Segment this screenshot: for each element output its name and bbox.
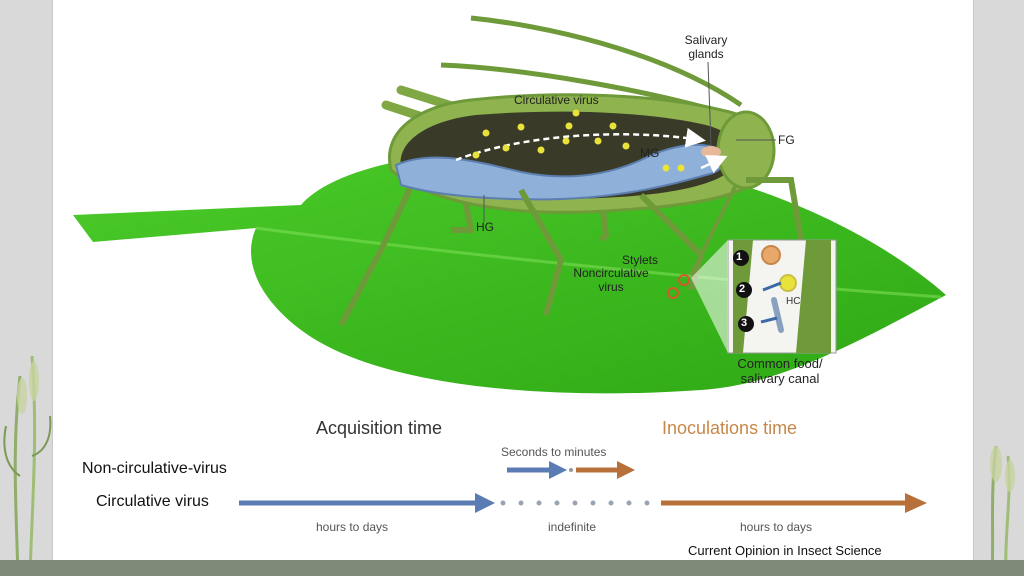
circulative-row-label: Circulative virus [96, 493, 209, 510]
label-fg: FG [778, 133, 795, 147]
virus-path [700, 155, 728, 174]
canal-wall [796, 240, 831, 353]
label-stylets: Stylets [622, 253, 659, 267]
virion [779, 274, 797, 292]
acquisition-time-title: Acquisition time [316, 418, 443, 438]
source-credit: Current Opinion in Insect Science [688, 543, 882, 558]
leg [518, 188, 565, 316]
plant-decoration-left [3, 356, 52, 576]
leg [746, 177, 804, 241]
aphid-diagram [73, 15, 946, 513]
leader-line [707, 61, 712, 146]
leg [338, 163, 424, 327]
step-1: 1 [736, 251, 743, 263]
step-marker [738, 316, 754, 332]
inoculation-time-title: Inoculations time [662, 418, 798, 438]
virion [761, 245, 781, 265]
figure-frame [52, 0, 974, 566]
antenna-1 [470, 15, 743, 108]
plant-decoration-right [990, 445, 1015, 576]
timeline-arrows [239, 461, 927, 513]
seconds-to-minutes-label: Seconds to minutes [501, 445, 607, 459]
helper-component [762, 281, 782, 292]
noncirculative-virus-particle [667, 287, 679, 299]
noncirculative-virus-particle [678, 274, 690, 286]
stylet [689, 184, 738, 276]
hours-to-days-right: hours to days [740, 520, 813, 534]
label-salivary-glands: Salivary glands [684, 33, 728, 61]
step-marker [733, 250, 749, 266]
virus-dots [472, 109, 685, 172]
label-circulative-virus: Circulative virus [514, 93, 599, 107]
step-marker [736, 282, 752, 298]
label-noncirculative-virus: Noncirculative virus [573, 266, 649, 294]
hours-to-days-left: hours to days [316, 520, 389, 534]
salivary-gland [701, 146, 721, 158]
virion-rod [771, 297, 784, 333]
label-common-canal: Common food/ salivary canal [737, 356, 823, 386]
step-2: 2 [739, 283, 746, 295]
aphid-head [716, 110, 776, 190]
label-mg: MG [640, 146, 660, 160]
label-hg: HG [476, 220, 494, 234]
inset-connector [691, 240, 728, 353]
helper-component [760, 316, 778, 324]
leaf-midrib [255, 226, 942, 299]
non-circulative-row-label: Non-circulative-virus [82, 460, 227, 477]
label-hc: HC [786, 296, 801, 307]
indefinite-label: indefinite [548, 520, 597, 534]
step-3: 3 [741, 317, 748, 329]
bottom-band [0, 560, 1024, 576]
